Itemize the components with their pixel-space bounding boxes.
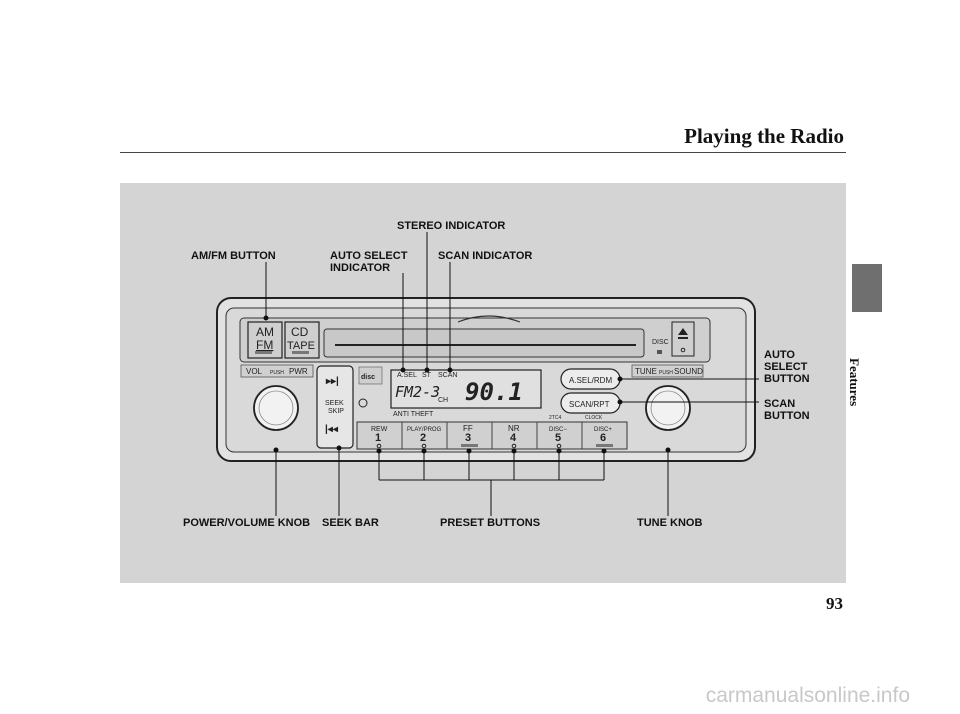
- volume-knob: [253, 385, 299, 431]
- callout-seek-bar: SEEK BAR: [322, 517, 379, 529]
- cd-tape-indicator: [292, 351, 309, 354]
- preset-6-button: DISC+ 6: [594, 427, 613, 447]
- callout-auto-select-button: AUTO SELECT BUTTON: [764, 349, 810, 385]
- am-label: AM: [256, 325, 274, 339]
- preset-3-label: FF: [463, 424, 473, 433]
- disc-led: [657, 350, 662, 354]
- callout-stereo-indicator: STEREO INDICATOR: [397, 220, 506, 232]
- watermark: carmanualsonline.info: [705, 684, 910, 707]
- lcd-scan: SCAN: [438, 372, 457, 379]
- preset-5-button: DISC− 5: [549, 422, 583, 449]
- preset-4-number: 4: [510, 432, 517, 444]
- skip-label: SKIP: [328, 408, 344, 415]
- title-rule: [120, 152, 846, 153]
- disc-label: DISC: [652, 339, 669, 346]
- seek-forward-icon: ▸▸|: [325, 376, 339, 387]
- preset-1-button: REW 1: [371, 422, 403, 449]
- lcd-st: ST: [422, 372, 432, 379]
- preset-2-label: PLAY/PROG: [407, 427, 442, 433]
- preset-1-label: REW: [371, 426, 388, 433]
- callout-power-volume-knob: POWER/VOLUME KNOB: [183, 517, 311, 529]
- lcd-band: FM2-3: [395, 383, 440, 401]
- callout-auto-select-indicator: AUTO SELECT INDICATOR: [330, 250, 408, 274]
- cd-tape-button: [284, 321, 320, 359]
- callout-scan-button: SCAN BUTTON: [764, 398, 810, 422]
- preset-5-number: 5: [555, 432, 561, 444]
- cd-label: CD: [291, 325, 309, 339]
- preset-3-button: FF 3: [461, 422, 493, 449]
- fm-label: FM: [256, 338, 273, 352]
- preset-2-number: 2: [420, 432, 426, 444]
- seek-bar: [316, 365, 354, 449]
- code-label: 2TC4: [549, 415, 561, 421]
- clock-label: CLOCK: [585, 415, 603, 421]
- callout-am-fm-button: AM/FM BUTTON: [191, 250, 276, 262]
- seek-label: SEEK: [325, 400, 344, 407]
- preset-4-label: NR: [508, 424, 520, 433]
- lcd-frequency: 90.1: [465, 378, 523, 406]
- sound-label: SOUND: [674, 367, 703, 376]
- tape-label: TAPE: [287, 340, 315, 352]
- leader-lines: [263, 232, 759, 516]
- preset-6-label: DISC+: [594, 427, 612, 433]
- seek-back-icon: |◂◂: [325, 424, 339, 435]
- preset-6-number: 6: [600, 432, 606, 444]
- callout-tune-knob: TUNE KNOB: [637, 517, 703, 529]
- page-title: Playing the Radio: [684, 124, 844, 148]
- section-tab: [852, 264, 882, 312]
- preset-5-label: DISC−: [549, 427, 567, 433]
- svg-text:disc: disc: [361, 374, 375, 381]
- vol-push-label: PUSH: [270, 370, 284, 376]
- eject-icon: [678, 328, 688, 335]
- lcd-asel: A.SEL: [397, 372, 417, 379]
- tune-strip: [631, 364, 704, 378]
- am-fm-indicator: [255, 351, 272, 354]
- asel-rdm-label: A.SEL/RDM: [569, 376, 612, 385]
- vol-strip: [240, 364, 314, 378]
- preset-3-number: 3: [465, 432, 471, 444]
- scan-rpt-label: SCAN/RPT: [569, 400, 610, 409]
- preset-2-button: PLAY/PROG 2: [407, 422, 448, 449]
- tune-label: TUNE: [635, 367, 657, 376]
- preset-4-button: NR 4: [508, 422, 538, 449]
- tune-push-label: PUSH: [659, 370, 673, 376]
- preset-1-number: 1: [375, 432, 381, 444]
- lcd-display: [390, 369, 542, 409]
- page-number: 93: [826, 594, 843, 613]
- lcd-ch: CH: [438, 397, 448, 404]
- callout-scan-indicator: SCAN INDICATOR: [438, 250, 533, 262]
- pwr-label: PWR: [289, 367, 308, 376]
- cd-logo: [358, 366, 383, 385]
- media-slot: [323, 328, 645, 358]
- tune-knob: [645, 385, 691, 431]
- anti-theft-label: ANTI THEFT: [393, 411, 434, 418]
- callout-preset-buttons: PRESET BUTTONS: [440, 517, 541, 529]
- vol-label: VOL: [246, 367, 263, 376]
- slot-door: [457, 315, 521, 323]
